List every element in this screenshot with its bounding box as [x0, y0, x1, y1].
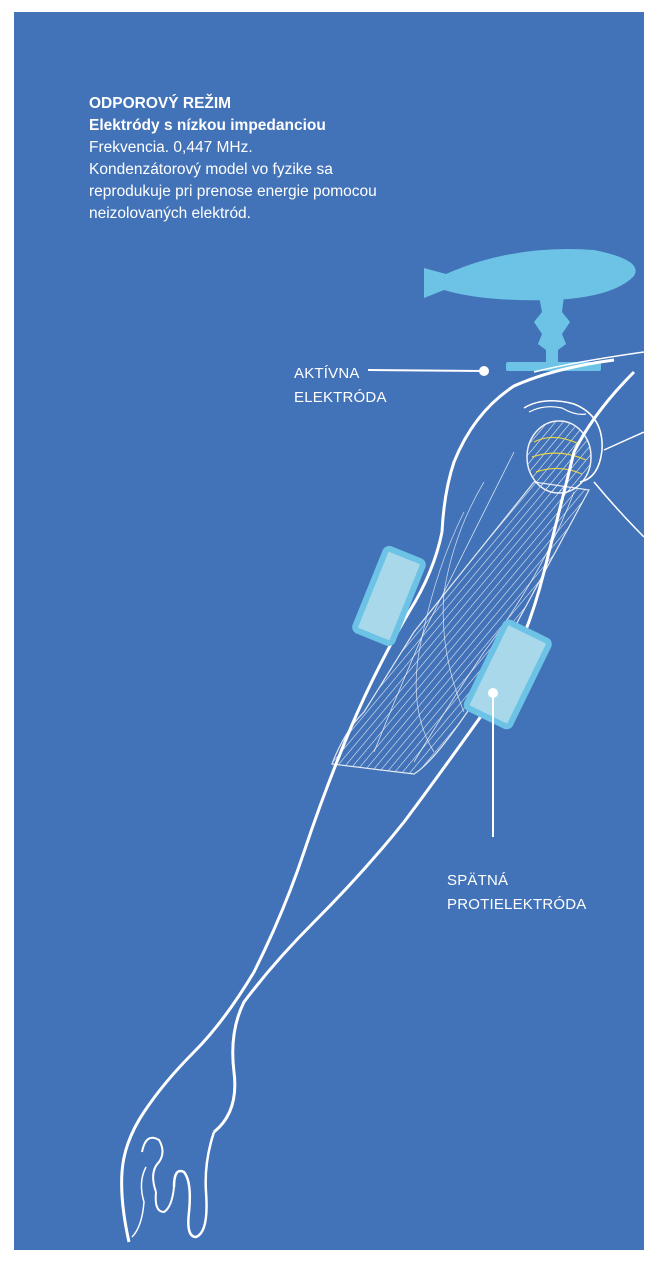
return-electrode-label-line-1: SPÄTNÁ — [447, 869, 587, 893]
active-electrode-label: AKTÍVNA ELEKTRÓDA — [294, 362, 387, 410]
handpiece-icon — [424, 249, 636, 371]
description-text: Kondenzátorový model vo fyzike sa reprod… — [89, 159, 389, 225]
description-block: ODPOROVÝ REŽIM Elektródy s nízkou impeda… — [89, 93, 389, 225]
diagram-panel: ODPOROVÝ REŽIM Elektródy s nízkou impeda… — [14, 12, 644, 1250]
hand-outline — [132, 1132, 214, 1237]
active-electrode-label-line-1: AKTÍVNA — [294, 362, 387, 386]
return-electrode-label-line-2: PROTIELEKTRÓDA — [447, 893, 587, 917]
pad-electrode-icon — [354, 548, 424, 645]
active-electrode-label-line-2: ELEKTRÓDA — [294, 386, 387, 410]
return-electrode-label: SPÄTNÁ PROTIELEKTRÓDA — [447, 869, 587, 917]
subtitle: Elektródy s nízkou impedanciou — [89, 115, 389, 137]
frequency-text: Frekvencia. 0,447 MHz. — [89, 137, 389, 159]
mode-title: ODPOROVÝ REŽIM — [89, 93, 389, 115]
